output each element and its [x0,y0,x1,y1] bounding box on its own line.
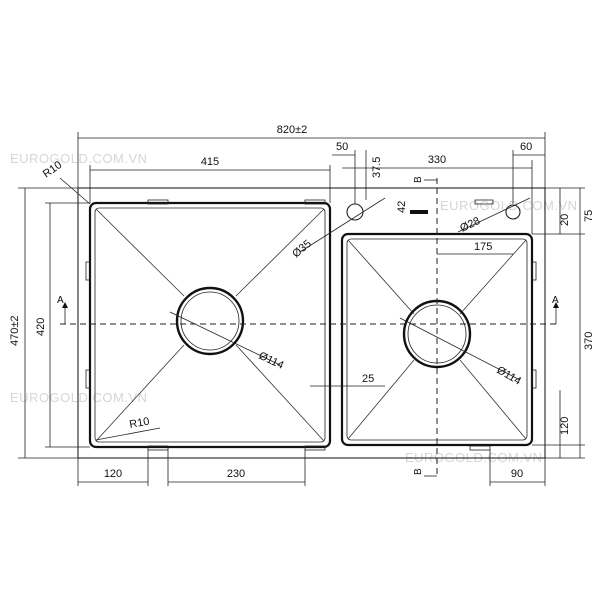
dim-right-top: 20 75 [532,187,595,235]
dim-tap-hole-depth: 42 [396,201,408,213]
svg-text:Ø114: Ø114 [257,350,286,372]
dim-right-bottom: 120 [545,390,585,459]
section-b-bottom: B [413,468,437,477]
left-bowl [88,201,332,449]
watermark: EUROGOLD.COM.VN [440,198,578,213]
svg-text:420: 420 [35,318,47,336]
dim-drain-right: Ø114 [399,317,524,388]
watermark: EUROGOLD.COM.VN [10,390,148,405]
svg-text:60: 60 [520,141,532,153]
dim-tap-offset-left: 50 [332,141,356,204]
top-slot [474,199,494,205]
dim-tap-offset-right: 60 [512,141,545,204]
dim-overall-height: 470±2 [9,187,78,459]
svg-text:Ø35: Ø35 [290,238,314,261]
svg-text:R10: R10 [128,416,150,431]
dim-bridge-offset: 25 [310,373,385,387]
svg-text:820±2: 820±2 [277,124,308,136]
svg-text:20: 20 [559,214,571,226]
section-a-right: A [552,295,559,324]
section-b-top: B [413,176,437,183]
dim-right-bowl-width: 330 [342,154,533,234]
dim-right-height: 370 [532,234,595,458]
svg-text:Ø114: Ø114 [495,364,524,387]
svg-text:120: 120 [559,417,571,435]
watermark: EUROGOLD.COM.VN [10,151,148,166]
dim-bottom-right: 90 [489,450,546,486]
svg-text:370: 370 [583,332,595,350]
svg-text:25: 25 [362,373,374,385]
svg-text:415: 415 [201,156,219,168]
svg-text:120: 120 [104,468,122,480]
section-a-left: A [57,295,68,324]
dim-bottom-center: 230 [167,450,306,486]
svg-text:470±2: 470±2 [9,315,21,346]
svg-text:90: 90 [511,468,523,480]
tap-hole-left [346,203,364,221]
svg-text:75: 75 [583,210,595,222]
svg-text:A: A [57,295,64,306]
dim-right-tap-offset: 175 [437,241,513,255]
svg-text:330: 330 [428,154,446,166]
dim-left-height: 420 [35,202,90,448]
svg-text:Ø28: Ø28 [458,215,482,235]
svg-text:42: 42 [396,201,408,213]
svg-text:B: B [413,468,424,475]
svg-text:A: A [552,295,559,306]
dim-corner-radius-bottom: R10 [95,416,161,441]
dim-bottom-left: 120 [77,450,149,486]
svg-text:175: 175 [474,241,492,253]
sink-outline [77,187,546,459]
dim-tap-spacing: 37.5 [365,150,383,200]
svg-text:B: B [413,176,424,183]
left-drain [175,286,245,356]
svg-text:50: 50 [336,141,348,153]
dim-left-bowl-width: 415 [89,156,331,203]
svg-text:37.5: 37.5 [371,157,383,178]
tap-hole-right [505,204,521,220]
dim-overall-width: 820±2 [77,124,546,188]
dim-drain-left: Ø114 [169,311,286,372]
dim-tap-hole-left-dia: Ø35 [290,197,386,261]
svg-text:230: 230 [227,468,245,480]
mounting-tabs [85,199,537,451]
overflow-slot [410,210,428,214]
